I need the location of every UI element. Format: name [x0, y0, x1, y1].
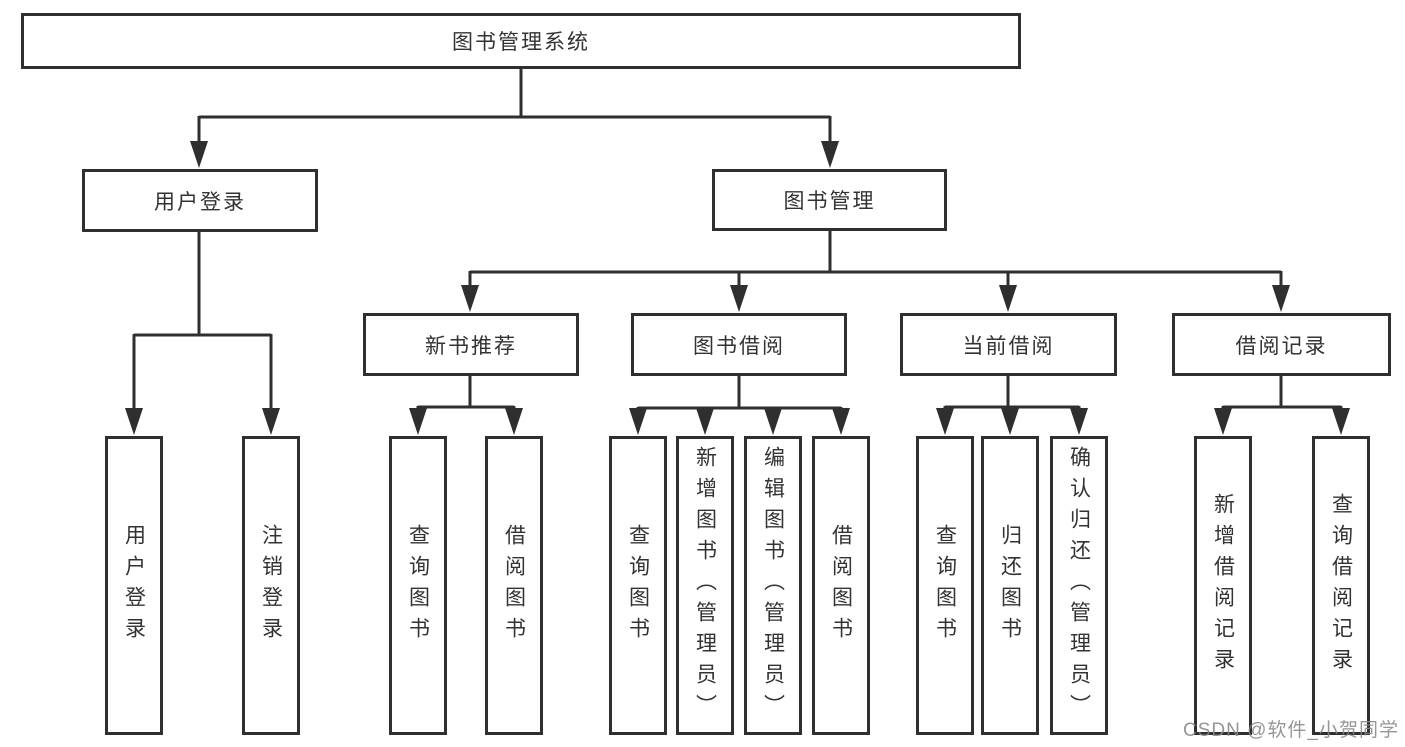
node-new-book-recommend: 新书推荐: [363, 313, 579, 376]
node-root: 图书管理系统: [21, 13, 1021, 69]
node-borrowing-records: 借阅记录: [1172, 313, 1391, 376]
leaf-return-books: 归还图书: [981, 436, 1039, 735]
leaf-query-books-current: 查询图书: [916, 436, 974, 735]
leaf-confirm-return-admin: 确认归还（管理员）: [1050, 436, 1108, 735]
leaf-logout: 注销登录: [242, 436, 300, 735]
leaf-query-borrow-record: 查询借阅记录: [1312, 436, 1370, 735]
leaf-borrow-books-recommend: 借阅图书: [485, 436, 543, 735]
leaf-query-books-borrowing: 查询图书: [609, 436, 667, 735]
node-current-borrowing: 当前借阅: [900, 313, 1117, 376]
leaf-edit-books-admin: 编辑图书（管理员）: [744, 436, 802, 735]
leaf-add-borrow-record: 新增借阅记录: [1194, 436, 1252, 735]
csdn-watermark: CSDN @软件_小贺同学: [1183, 720, 1399, 741]
leaf-add-books-admin: 新增图书（管理员）: [676, 436, 734, 735]
leaf-borrow-books: 借阅图书: [812, 436, 870, 735]
node-book-borrowing: 图书借阅: [631, 313, 847, 376]
leaf-user-login: 用户登录: [105, 436, 163, 735]
node-book-management: 图书管理: [712, 169, 947, 231]
node-user-login: 用户登录: [82, 169, 318, 232]
leaf-query-books-recommend: 查询图书: [389, 436, 447, 735]
